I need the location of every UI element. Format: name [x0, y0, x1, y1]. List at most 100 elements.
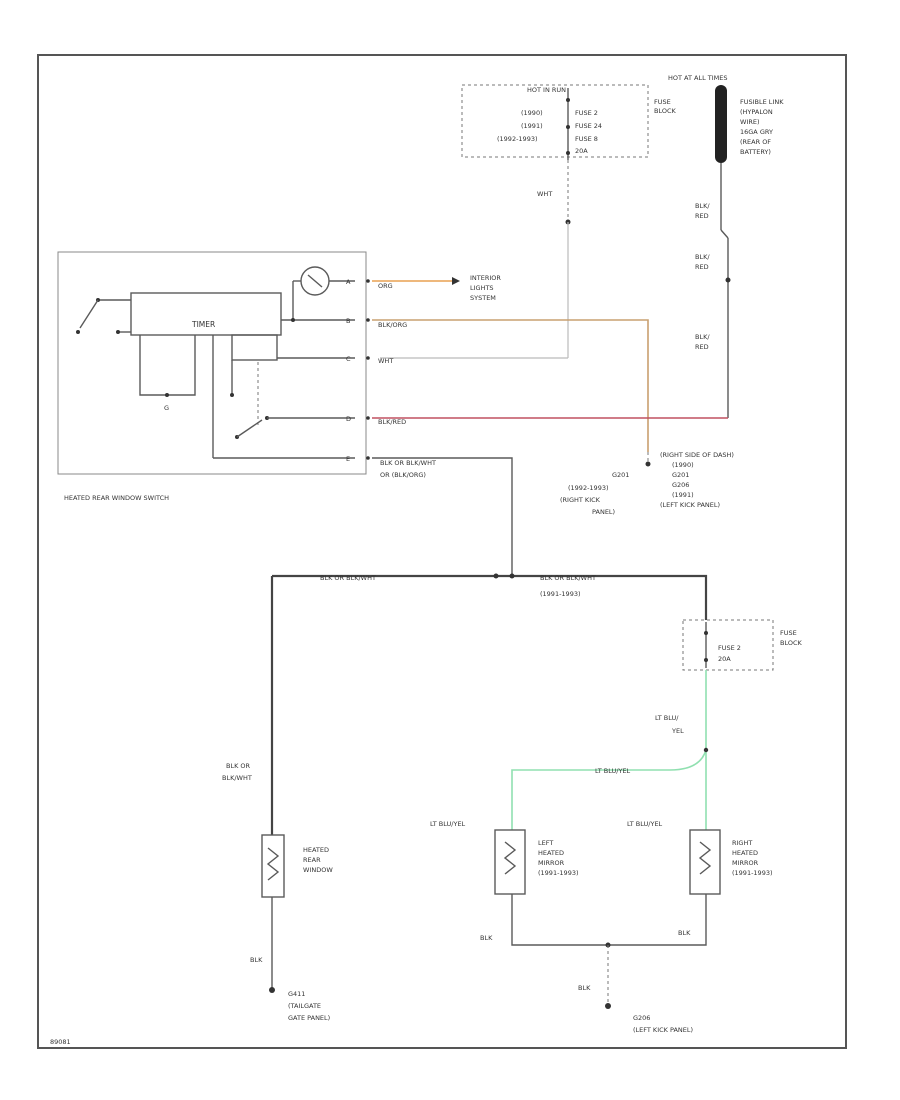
fuse-block-top-line2: BLOCK: [654, 107, 677, 115]
blk-red-switch-label: BLK/RED: [378, 418, 406, 426]
fuse-terminal-3: [566, 151, 570, 155]
switch-contact-3: [116, 330, 120, 334]
diagram-frame: [37, 54, 847, 1049]
mirror-ground-wire: [511, 894, 707, 946]
lt-blu-yel-splice: [703, 747, 709, 753]
blk-red-label-1: BLK/ RED: [695, 202, 712, 220]
switch-name-label: HEATED REAR WINDOW SWITCH: [64, 494, 169, 502]
blk-label-3: BLK: [678, 929, 691, 937]
blk-label-4: BLK: [578, 984, 591, 992]
right-heated-mirror-element: [689, 829, 721, 895]
blk-red-label-2: BLK/ RED: [695, 253, 712, 271]
g206-ground: [605, 1003, 611, 1009]
fuse-block-top-label: FUSE BLOCK: [654, 98, 677, 115]
pin-b-node: [291, 318, 295, 322]
figure-number: 89081: [50, 1038, 71, 1046]
year-1992-1993: (1992-1993): [497, 135, 538, 143]
g201-label: G201 (1992-1993) (RIGHT KICK PANEL): [560, 471, 632, 516]
fuse-block-2: [682, 619, 774, 671]
blk-red-label-3: BLK/ RED: [695, 333, 712, 351]
blk-org-wire: [372, 319, 649, 452]
blk-label-1: BLK: [250, 956, 263, 964]
org-label: ORG: [378, 282, 393, 290]
lt-blu-yel-label-3: LT BLU/YEL: [430, 820, 466, 828]
blk-or-blk-wht-label: BLK OR BLK/WHT OR (BLK/ORG): [380, 459, 438, 479]
conn-c: [366, 356, 370, 360]
conn-a: [366, 279, 370, 283]
fuse-2-label: FUSE 2 20A: [718, 644, 743, 663]
heated-rear-window-element: [261, 834, 285, 898]
blk-org-label: BLK/ORG: [378, 321, 407, 329]
switch-contact-2: [76, 330, 80, 334]
left-mirror-grid-icon: [503, 841, 517, 875]
fuse-block-top-line1: FUSE: [654, 98, 671, 106]
conn-e: [366, 456, 370, 460]
bus-left-label: BLK OR BLK/WHT: [320, 574, 376, 582]
fuse-block-top: [461, 84, 649, 158]
pin-d: D: [346, 415, 351, 423]
right-mirror-label: RIGHT HEATED MIRROR (1991-1993): [732, 839, 773, 877]
g201-ground: [645, 461, 651, 467]
left-mirror-label: LEFT HEATED MIRROR (1991-1993): [538, 839, 579, 877]
bus-years-label: (1991-1993): [540, 590, 581, 598]
blk-red-splice: [725, 277, 731, 283]
heated-rear-window-label: HEATED REAR WINDOW: [303, 846, 333, 874]
switch-arm-1: [79, 299, 99, 329]
interior-lights-label: INTERIOR LIGHTS SYSTEM: [470, 274, 503, 302]
timer-relay-box: [231, 334, 278, 361]
timer-box: [130, 292, 282, 336]
year-1990: (1990): [521, 109, 543, 117]
conn-b: [366, 318, 370, 322]
blk-wht-wire-down: [372, 457, 513, 576]
pin-e: E: [346, 455, 350, 463]
bus-splice-2: [493, 573, 499, 579]
switch-lower-arm: [236, 419, 263, 438]
pin-c: C: [346, 355, 351, 363]
lt-blu-yel-label: LT BLU/ YEL: [655, 714, 684, 735]
wht-top-label: WHT: [537, 190, 552, 198]
fuse-24-label: FUSE 24: [575, 122, 602, 130]
fuse-2-terminal-bottom: [704, 658, 708, 662]
blk-or-blk-wht-left-label: BLK OR BLK/WHT: [222, 762, 252, 782]
pin-a: A: [346, 278, 351, 286]
timer-label: TIMER: [191, 320, 215, 329]
g411-label: G411 (TAILGATE GATE PANEL): [288, 990, 330, 1022]
wht-label: WHT: [378, 357, 393, 365]
g206-label: G206 (LEFT KICK PANEL): [633, 1014, 693, 1034]
right-mirror-grid-icon: [698, 841, 712, 875]
blk-red-wire-kink: [720, 229, 729, 239]
heated-rear-window-switch: [57, 251, 367, 475]
fusible-link-icon: [715, 85, 727, 163]
fuse-8-label: FUSE 8: [575, 135, 598, 143]
rear-window-grid-icon: [266, 847, 280, 881]
hot-run-label: HOT IN RUN: [527, 86, 566, 94]
fuse-terminal-1: [566, 98, 570, 102]
fuse-block-2-label: FUSE BLOCK: [780, 629, 803, 647]
lt-blu-yel-wire-left: [511, 749, 707, 830]
right-side-dash-label: (RIGHT SIDE OF DASH) (1990) G201 G206 (1…: [660, 451, 736, 509]
fuse-2-label: FUSE 2: [575, 109, 598, 117]
relay-contact-left: [230, 393, 234, 397]
fuse-2-terminal-top: [704, 631, 708, 635]
fuse-terminal-2: [566, 125, 570, 129]
timer-lower-loop: [139, 335, 196, 396]
left-heated-mirror-element: [494, 829, 526, 895]
lt-blu-yel-label-4: LT BLU/YEL: [627, 820, 663, 828]
g411-ground: [269, 987, 275, 993]
hot-all-times-label: HOT AT ALL TIMES: [668, 74, 728, 82]
timer-ground-label: G: [164, 404, 169, 412]
year-1991: (1991): [521, 122, 543, 130]
lamp-filament: [307, 274, 323, 288]
fuse-amp-label: 20A: [575, 147, 588, 155]
bus-right-label: BLK OR BLK/WHT: [540, 574, 596, 582]
lt-blu-yel-label-2: LT BLU/YEL: [595, 767, 631, 775]
conn-d: [366, 416, 370, 420]
blk-label-2: BLK: [480, 934, 493, 942]
ground-bus: [272, 574, 708, 620]
bus-splice-1: [509, 573, 515, 579]
org-arrow-icon: [452, 277, 460, 285]
timer-ground-node: [165, 393, 169, 397]
pin-b: B: [346, 317, 350, 325]
fusible-link-label: FUSIBLE LINK (HYPALON WIRE) 16GA GRY (RE…: [740, 98, 786, 156]
